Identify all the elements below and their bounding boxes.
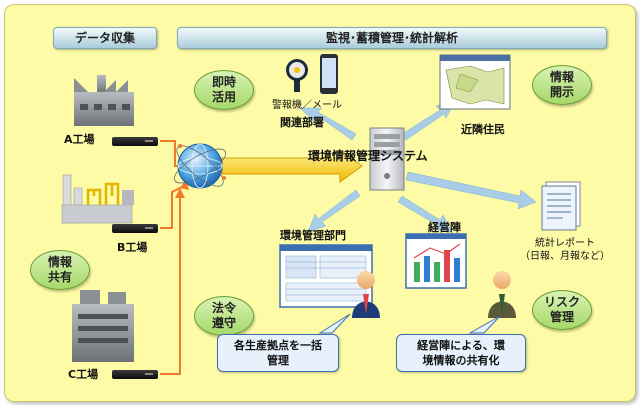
factory-c-label: C工場 <box>68 368 99 381</box>
router-b-icon <box>112 224 158 233</box>
related-dept-label: 関連部署 <box>280 116 324 129</box>
bubble-info-sharing: 情報 共有 <box>30 250 90 290</box>
system-label: 環境情報管理システム <box>308 149 428 163</box>
management-label: 経営陣 <box>428 221 461 234</box>
factory-a-label: A工場 <box>64 133 95 146</box>
alarm-mail-label: 警報機／メール <box>272 100 342 111</box>
env-dept-person-icon <box>352 271 380 318</box>
callout-bundle-management: 各生産拠点を一括 管理 <box>217 334 339 372</box>
main-flow-arrow <box>221 149 363 183</box>
statistical-report-icon <box>541 181 581 231</box>
management-monitor-icon <box>405 233 467 289</box>
callout-tail-bundle <box>318 313 351 334</box>
regional-map-icon <box>439 54 511 110</box>
env-dept-monitor-icon <box>279 244 373 308</box>
router-c-icon <box>112 370 158 379</box>
server-icon <box>369 127 405 191</box>
manager-person-icon <box>488 271 516 318</box>
factory-b-label: B工場 <box>117 241 148 254</box>
bubble-instant-use: 即時 活用 <box>194 70 254 110</box>
bubble-compliance: 法令 遵守 <box>194 296 254 336</box>
header-monitoring: 監視･蓄積管理･統計解析 <box>177 27 607 49</box>
mobile-phone-icon <box>320 54 338 94</box>
bubble-risk-management: リスク 管理 <box>532 290 592 330</box>
env-dept-label: 環境管理部門 <box>280 229 346 242</box>
callout-tail-sharing <box>468 315 501 334</box>
report-label: 統計レポート （日報、月報など） <box>520 238 610 262</box>
router-a-icon <box>112 137 158 146</box>
factory-c-icon <box>72 290 134 362</box>
network-globe-icon <box>173 143 227 189</box>
callout-info-sharing: 経営陣による、環 境情報の共有化 <box>396 334 526 372</box>
header-data-collection: データ収集 <box>53 27 157 49</box>
nearby-residents-label: 近隣住民 <box>461 123 505 136</box>
bubble-info-disclosure: 情報 開示 <box>532 65 592 105</box>
factory-b-icon <box>61 174 134 224</box>
distribution-arrows <box>299 99 537 233</box>
alarm-device-icon <box>286 59 308 92</box>
factory-a-icon <box>74 75 134 126</box>
